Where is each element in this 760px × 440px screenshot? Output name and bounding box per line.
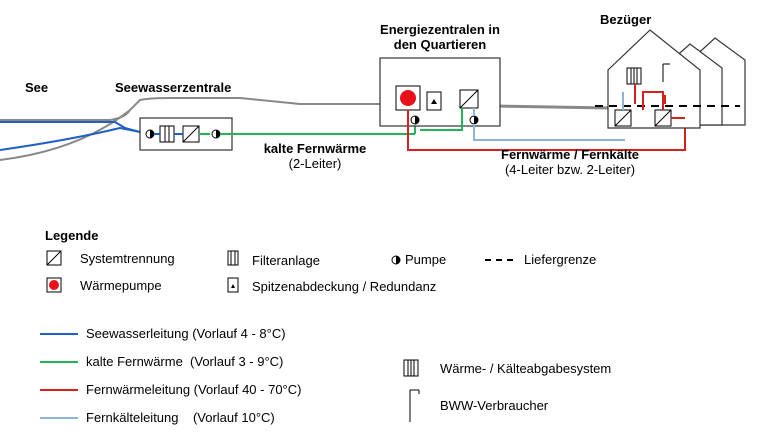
legend-filter-icon xyxy=(227,250,239,266)
label-energy-centers-line2: den Quartieren xyxy=(393,37,487,52)
legend-peak-coverage-icon xyxy=(227,277,239,293)
legend-shower-icon xyxy=(409,389,420,422)
legend-heat-pump-icon xyxy=(46,277,62,293)
label-cold-district-title: kalte Fernwärme xyxy=(263,141,367,156)
pump-icon xyxy=(145,129,155,139)
seawater-line-flow xyxy=(0,121,141,133)
legend-label-system-separation: Systemtrennung xyxy=(80,251,175,266)
legend-label-seawater-line: Seewasserleitung (Vorlauf 4 - 8°C) xyxy=(86,326,286,341)
legend-title: Legende xyxy=(45,228,99,243)
filter-icon xyxy=(159,125,175,143)
district-heat-line xyxy=(407,120,615,151)
pump-icon xyxy=(211,129,221,139)
label-seawater-station: Seewasserzentrale xyxy=(115,80,232,95)
label-energy-centers-line1: Energiezentralen in xyxy=(380,22,500,37)
district-cool-line xyxy=(473,124,625,141)
radiator-icon xyxy=(626,67,642,85)
legend-label-district-heat-line: Fernwärmeleitung (Vorlauf 40 - 70°C) xyxy=(86,382,302,397)
legend-label-heat-pump: Wärmepumpe xyxy=(80,278,162,293)
legend-label-radiator: Wärme- / Kälteabgabesystem xyxy=(440,361,612,376)
seawater-line-return xyxy=(0,126,141,151)
label-energy-centers: Energiezentralen in den Quartieren xyxy=(372,22,508,52)
label-district-heat-title: Fernwärme / Fernkälte xyxy=(501,147,639,162)
label-cold-district-sub: (2-Leiter) xyxy=(288,156,342,171)
shower-icon xyxy=(662,63,670,82)
peak-coverage-icon xyxy=(426,91,442,111)
label-district-heating: Fernwärme / Fernkälte (4-Leiter bzw. 2-L… xyxy=(465,147,675,177)
legend-label-filter: Filteranlage xyxy=(252,253,320,268)
label-see: See xyxy=(25,80,49,95)
system-separation-icon xyxy=(654,109,672,127)
legend-label-shower: BWW-Verbraucher xyxy=(440,398,549,413)
legend-system-separation-icon xyxy=(46,250,62,266)
legend-label-district-cool-line: Fernkälteleitung (Vorlauf 10°C) xyxy=(86,410,275,425)
label-district-heat-sub: (4-Leiter bzw. 2-Leiter) xyxy=(504,162,636,177)
pump-icon xyxy=(469,115,479,125)
ground-line xyxy=(0,97,380,121)
legend-label-peak-coverage: Spitzenabdeckung / Redundanz xyxy=(252,279,437,294)
heat-pump-icon xyxy=(395,85,421,111)
legend-label-cold-district-line: kalte Fernwärme (Vorlauf 3 - 9°C) xyxy=(86,354,284,369)
consumer-houses xyxy=(607,29,746,129)
system-separation-icon xyxy=(459,89,479,109)
pump-icon xyxy=(410,115,420,125)
legend-radiator-icon xyxy=(403,359,419,377)
system-separation-icon xyxy=(614,109,632,127)
system-separation-icon xyxy=(182,125,200,143)
label-consumers: Bezüger xyxy=(600,12,652,27)
label-cold-district-heating: kalte Fernwärme (2-Leiter) xyxy=(250,141,380,171)
shore-line xyxy=(0,109,131,161)
legend-label-pump: Pumpe xyxy=(405,252,447,267)
legend-label-delivery-boundary: Liefergrenze xyxy=(524,252,597,267)
legend-pump-icon xyxy=(391,255,401,265)
